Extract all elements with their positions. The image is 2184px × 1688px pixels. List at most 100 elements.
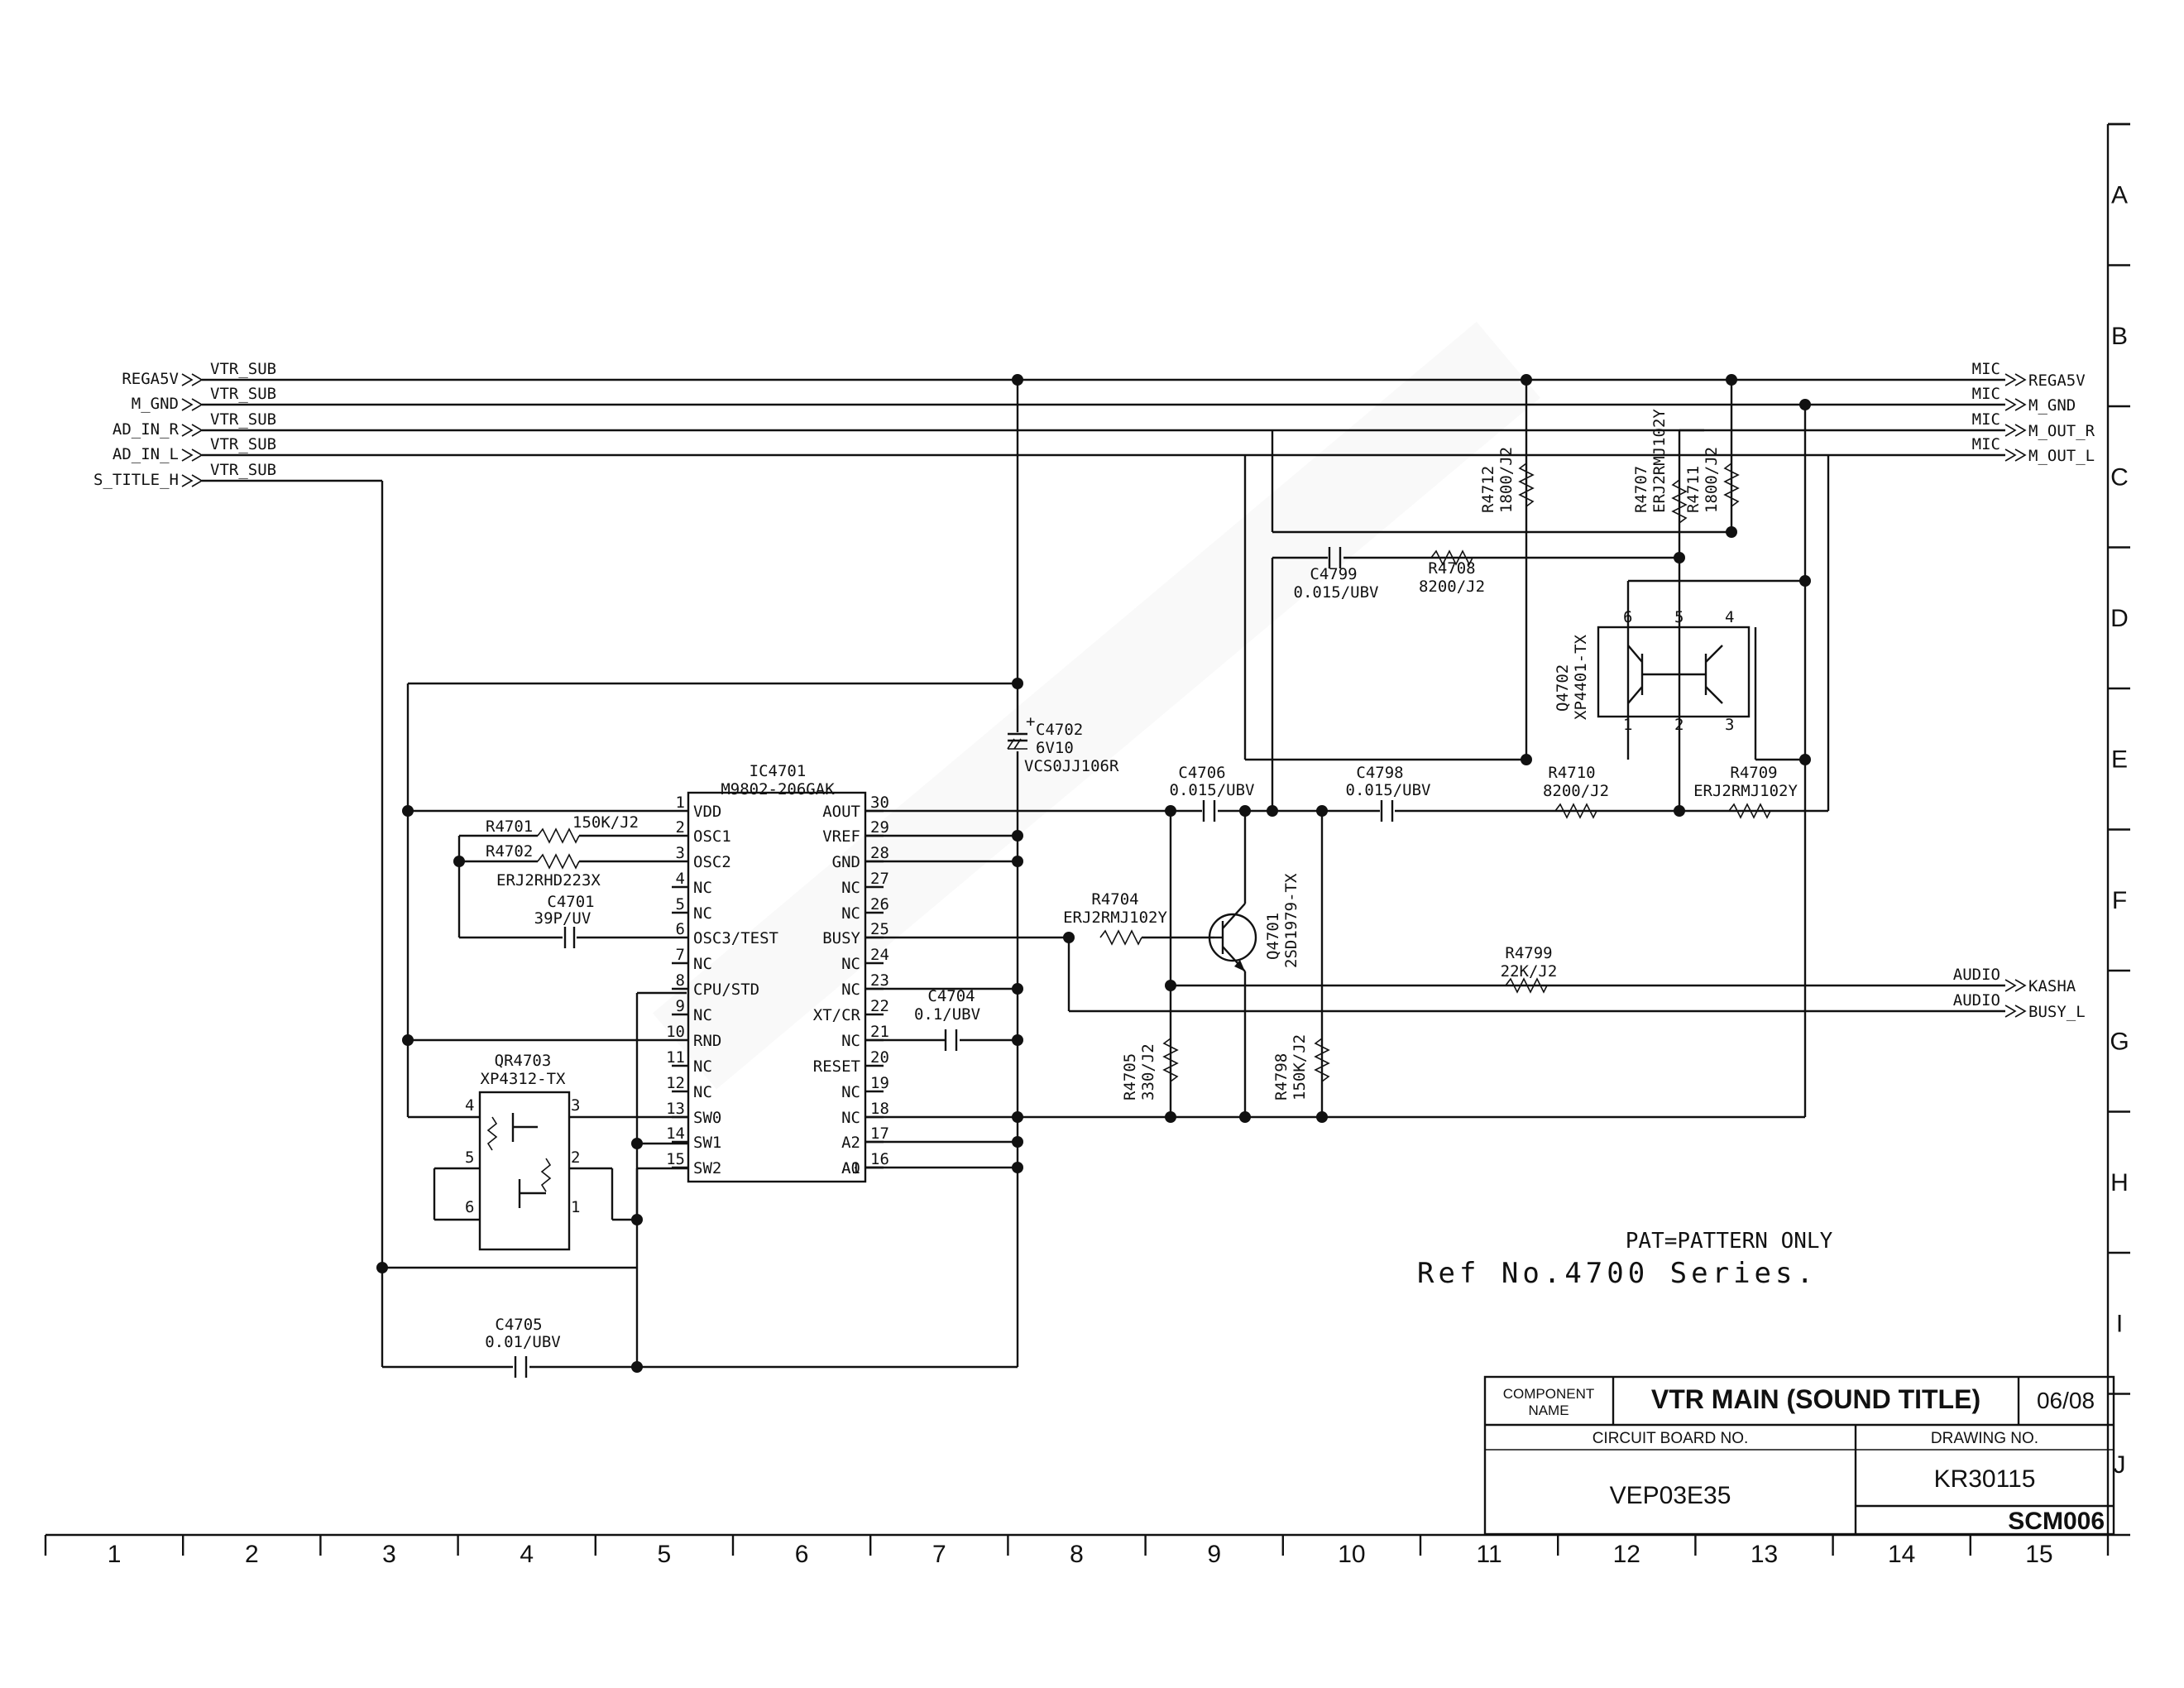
left-connector-ad-in-l: AD_IN_L VTR_SUB bbox=[113, 435, 276, 463]
ic-pin-number: 30 bbox=[870, 794, 889, 812]
comp-value: 0.1/UBV bbox=[914, 1005, 980, 1024]
comp-value: 0.01/UBV bbox=[485, 1333, 561, 1351]
left-connector-group: REGA5V VTR_SUB M_GND VTR_SUB AD_IN_R VTR… bbox=[93, 360, 276, 489]
resistor-r4711: R4711 1800/J2 bbox=[1684, 447, 1740, 513]
pattern-note: PAT=PATTERN ONLY bbox=[1626, 1229, 1833, 1254]
ic-pin-name: SW0 bbox=[693, 1109, 721, 1127]
right-connector-group: MIC REGA5V MIC M_GND MIC M_OUT_R MIC M_O… bbox=[1953, 360, 2095, 1021]
comp-value: 330/J2 bbox=[1139, 1043, 1157, 1101]
col-label: 5 bbox=[658, 1541, 672, 1568]
junction-dot bbox=[1316, 805, 1328, 817]
net-label-m-gnd-right: M_GND bbox=[2028, 396, 2076, 415]
comp-ref: R4709 bbox=[1730, 764, 1777, 782]
pin-number: 3 bbox=[571, 1096, 580, 1115]
ic-pin-name: NC bbox=[693, 955, 712, 973]
net-label-m-out-r: M_OUT_R bbox=[2028, 422, 2095, 440]
ic-ref: IC4701 bbox=[750, 762, 807, 780]
resistor-r4708: R4708 8200/J2 bbox=[1419, 549, 1485, 596]
comp-value: ERJ2RMJ102Y bbox=[1693, 782, 1798, 800]
resistor-r4702: R4702 ERJ2RHD223X bbox=[486, 842, 601, 890]
ic-pin-name: SW1 bbox=[693, 1134, 721, 1152]
comp-ref: C4706 bbox=[1178, 764, 1225, 782]
junction-dots bbox=[376, 374, 1811, 1373]
resistor-r4701: R4701 150K/J2 bbox=[486, 813, 639, 844]
ic-pin-name: NC bbox=[841, 1032, 860, 1050]
ic-pin-name: NC bbox=[841, 1109, 860, 1127]
net-label-rega5v-left: REGA5V bbox=[122, 370, 179, 388]
junction-dot bbox=[1012, 1111, 1023, 1123]
junction-dot bbox=[1239, 1111, 1251, 1123]
left-connector-rega5v: REGA5V VTR_SUB bbox=[122, 360, 276, 388]
ic-pin-number: 1 bbox=[676, 794, 685, 812]
pin-number: 5 bbox=[465, 1149, 474, 1167]
junction-dot bbox=[1165, 980, 1176, 991]
comp-value: XP4401-TX bbox=[1572, 634, 1590, 720]
junction-dot bbox=[1799, 399, 1811, 410]
col-label: 2 bbox=[245, 1541, 259, 1568]
junction-dot bbox=[631, 1361, 643, 1373]
ic-pin-number: 16 bbox=[870, 1150, 889, 1168]
comp-value: 8200/J2 bbox=[1543, 782, 1609, 800]
comp-ref: R4799 bbox=[1505, 944, 1552, 962]
pin-number: 4 bbox=[1725, 608, 1734, 626]
ic-pin-name: NC bbox=[693, 1057, 712, 1076]
capacitor-c4798: C4798 0.015/UBV bbox=[1346, 764, 1430, 822]
plus-sign: + bbox=[1026, 712, 1035, 731]
transistor-q4701: Q4701 2SD1979-TX bbox=[1208, 873, 1300, 972]
ic-pin-number: 18 bbox=[870, 1100, 889, 1118]
junction-dot bbox=[1012, 1162, 1023, 1173]
ic-pin-number: 15 bbox=[666, 1150, 685, 1168]
ic-pin-name: SW2 bbox=[693, 1159, 721, 1177]
junction-dot bbox=[1521, 754, 1532, 765]
ic-pin-number: 25 bbox=[870, 920, 889, 938]
capacitor-c4701: C4701 39P/UV bbox=[534, 893, 595, 948]
notes: PAT=PATTERN ONLY Ref No.4700 Series. bbox=[1417, 1229, 1833, 1290]
junction-dot bbox=[631, 1138, 643, 1149]
component-name: VTR MAIN (SOUND TITLE) bbox=[1651, 1384, 1980, 1414]
capacitor-c4706: C4706 0.015/UBV bbox=[1170, 764, 1255, 822]
ic-pin-number: 12 bbox=[666, 1074, 685, 1092]
comp-value: 39P/UV bbox=[534, 909, 592, 928]
resistor-r4712: R4712 1800/J2 bbox=[1479, 447, 1535, 513]
ic-pin-name: NC bbox=[693, 879, 712, 897]
net-label-busy-l: BUSY_L bbox=[2028, 1003, 2086, 1021]
ic-pin-name: CPU/STD bbox=[693, 981, 759, 999]
ic-pin-name: OSC1 bbox=[693, 827, 731, 846]
resistor-r4710: R4710 8200/J2 bbox=[1543, 764, 1609, 819]
col-label: 3 bbox=[382, 1541, 396, 1568]
col-label: 15 bbox=[2025, 1541, 2052, 1568]
right-connector-m-gnd: MIC M_GND bbox=[1972, 385, 2076, 415]
comp-value: 0.015/UBV bbox=[1170, 781, 1255, 799]
junction-dot bbox=[1012, 678, 1023, 689]
ic-pin-name: RESET bbox=[813, 1057, 860, 1076]
conn-label: VTR_SUB bbox=[210, 410, 276, 429]
comp-ref: Q4702 bbox=[1554, 664, 1572, 712]
drawing-no-label: DRAWING NO. bbox=[1931, 1430, 2038, 1447]
conn-label: MIC bbox=[1972, 435, 2000, 453]
ic-pin-name: BUSY bbox=[822, 929, 860, 947]
ic-pin-number: 23 bbox=[870, 971, 889, 990]
series-note: Ref No.4700 Series. bbox=[1417, 1257, 1818, 1290]
comp-ref: R4708 bbox=[1428, 559, 1475, 578]
right-connector-busy-l: AUDIO BUSY_L bbox=[1953, 991, 2086, 1021]
comp-ref: C4705 bbox=[495, 1316, 542, 1334]
pin-number: 2 bbox=[1674, 716, 1684, 734]
transistor-q4702: 6 5 4 1 2 3 Q4702 XP4401-TX bbox=[1554, 608, 1751, 734]
ic-pin-number: 7 bbox=[676, 946, 685, 964]
ic-pin-name: OSC2 bbox=[693, 853, 731, 871]
row-label: I bbox=[2116, 1310, 2123, 1337]
junction-dot bbox=[1165, 1111, 1176, 1123]
conn-label: VTR_SUB bbox=[210, 435, 276, 453]
net-label-m-out-l: M_OUT_L bbox=[2028, 447, 2095, 465]
row-label: J bbox=[2114, 1451, 2126, 1479]
comp-value: 1800/J2 bbox=[1703, 447, 1721, 513]
conn-label: MIC bbox=[1972, 385, 2000, 403]
comp-value: ERJ2RMJ102Y bbox=[1650, 409, 1669, 513]
row-label: A bbox=[2111, 181, 2128, 209]
ic-pin-number: 24 bbox=[870, 946, 889, 964]
circuit-board-number: VEP03E35 bbox=[1610, 1482, 1731, 1509]
net-label-m-gnd-left: M_GND bbox=[132, 395, 179, 413]
comp-ref: C4704 bbox=[927, 987, 975, 1005]
comp-ref: Q4701 bbox=[1264, 913, 1282, 960]
